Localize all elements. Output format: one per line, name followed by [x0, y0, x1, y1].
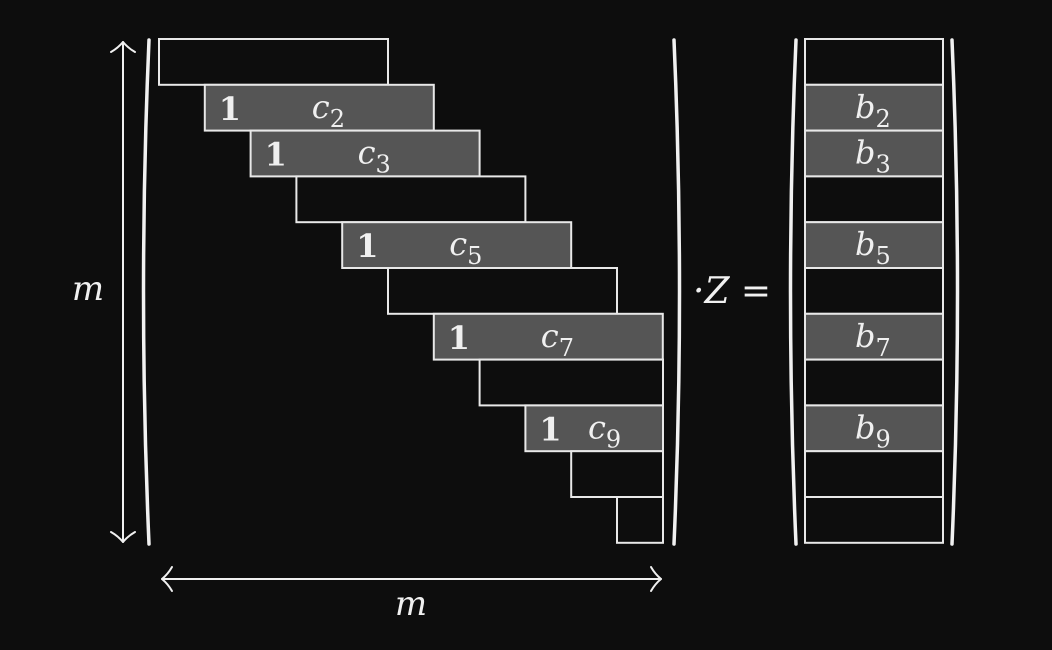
- pivot-one-label: 1: [265, 136, 287, 174]
- matrix-row: [158, 38, 389, 86]
- row-dimension-arrow: [110, 41, 136, 543]
- matrix-row: [387, 267, 618, 315]
- matrix-left-bracket: [141, 38, 151, 546]
- matrix-row-filled-block: [524, 404, 665, 453]
- pivot-one-label: 1: [356, 227, 378, 265]
- rhs-subscript: 7: [875, 334, 890, 362]
- vector-row: [804, 267, 944, 315]
- vector-row: b7: [804, 312, 944, 362]
- vector-row-empty-block: [804, 450, 944, 499]
- vector-right-bracket: [950, 38, 960, 546]
- matrix-row-filled-block: [249, 129, 481, 178]
- matrix-row-empty-block: [387, 267, 618, 315]
- coefficient-label: c3: [358, 134, 391, 179]
- vector-row: [804, 38, 944, 86]
- vector-row-filled-block: [804, 129, 944, 178]
- matrix-row: [570, 450, 665, 499]
- coefficient-subscript: 9: [606, 425, 621, 453]
- coefficient-subscript: 3: [376, 151, 391, 179]
- matrix-row-filled-block: [432, 312, 664, 361]
- coefficient-subscript: 5: [467, 242, 482, 270]
- vector-left-bracket: [788, 38, 798, 546]
- rhs-label: b7: [855, 317, 891, 362]
- vector-row: [804, 175, 944, 224]
- matrix-row: [478, 358, 664, 407]
- matrix-row: [616, 496, 664, 544]
- matrix-row: 1 c3: [249, 129, 481, 179]
- matrix-row-filled-block: [203, 83, 435, 132]
- pivot-one-label: 1: [539, 410, 561, 448]
- matrix-row-empty-block: [616, 496, 664, 544]
- vector-row: [804, 496, 944, 544]
- rhs-subscript: 3: [875, 151, 890, 179]
- matrix-row: [295, 175, 527, 224]
- matrix-row-empty-block: [158, 38, 389, 86]
- vector-row-empty-block: [804, 267, 944, 315]
- coefficient-subscript: 2: [330, 105, 345, 133]
- matrix-row-empty-block: [295, 175, 527, 224]
- rhs-subscript: 2: [875, 105, 890, 133]
- vector-row-empty-block: [804, 38, 944, 86]
- vector-row: b5: [804, 221, 944, 270]
- rhs-subscript: 5: [875, 242, 890, 270]
- matrix-row-empty-block: [478, 358, 664, 407]
- column-dimension-label: m: [395, 584, 427, 624]
- coefficient-subscript: 7: [559, 334, 574, 362]
- vector-row: b9: [804, 404, 944, 453]
- vector-row: b2: [804, 83, 944, 133]
- matrix-row-filled-block: [341, 221, 573, 269]
- operator-text: ·Z =: [693, 271, 771, 312]
- matrix-right-bracket: [672, 38, 682, 546]
- vector-row: b3: [804, 129, 944, 179]
- matrix-row-empty-block: [570, 450, 665, 499]
- vector-row-empty-block: [804, 496, 944, 544]
- vector-row: [804, 450, 944, 499]
- vector-row-empty-block: [804, 175, 944, 224]
- vector-row-filled-block: [804, 404, 944, 453]
- vector-row-empty-block: [804, 358, 944, 407]
- row-dimension-label: m: [72, 269, 104, 309]
- pivot-one-label: 1: [448, 319, 470, 357]
- vector-row: [804, 358, 944, 407]
- column-dimension-arrow: [161, 566, 662, 592]
- rhs-subscript: 9: [875, 425, 890, 453]
- pivot-one-label: 1: [219, 90, 241, 128]
